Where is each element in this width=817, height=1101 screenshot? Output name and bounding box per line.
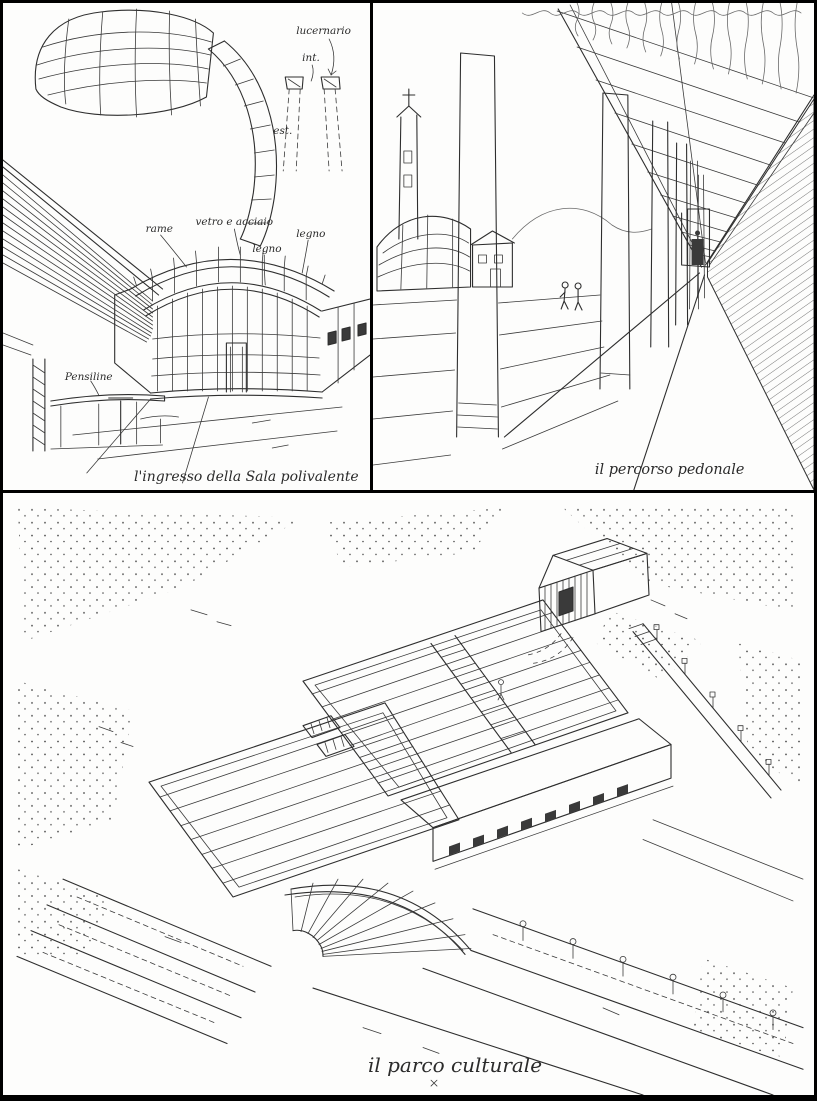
- segment-arc-sketch: [207, 40, 277, 247]
- terrace-paths-sketch: [16, 878, 272, 1045]
- entrance-elevation-sketch: [72, 246, 370, 484]
- pergola-plants-sketch: [521, 3, 802, 94]
- label-legno-a: legno: [252, 243, 281, 255]
- material-leader-lines: [160, 228, 309, 286]
- label-rame: rame: [146, 223, 173, 235]
- panel-entrance-sketch: lucernario int. est.: [3, 3, 370, 490]
- label-pensiline: Pensiline: [64, 371, 113, 383]
- ground-dashes: [98, 599, 688, 1054]
- stipple-ground: [18, 507, 803, 1058]
- pensiline-detail-sketch: [32, 358, 179, 452]
- ground-lines-sketch: [373, 272, 706, 490]
- label-est: est.: [273, 125, 292, 137]
- pedestrian-figures-sketch: [559, 281, 583, 311]
- right-wall-sketch: [628, 623, 804, 902]
- background-church-sketch: [376, 88, 653, 292]
- caption-park: il parco culturale: [368, 1054, 542, 1077]
- bollard-path-sketch: [312, 908, 804, 1095]
- main-courtyard-sketch: [302, 599, 629, 797]
- caption-entrance: l'ingresso della Sala polivalente: [134, 469, 359, 485]
- panel-walkway-sketch: il percorso pedonale: [373, 3, 814, 490]
- caption-mark: [430, 1079, 438, 1087]
- right-wall-sketch: [706, 98, 814, 490]
- entrance-sketch-svg: lucernario int. est.: [3, 8, 370, 485]
- fan-canopy-sketch: [284, 878, 472, 957]
- walkway-sketch-svg: il percorso pedonale: [373, 3, 814, 490]
- left-wall-hatch-sketch: [3, 159, 164, 356]
- label-vetro-acciaio: vetro e acciaio: [195, 216, 273, 228]
- left-courtyard-sketch: [148, 702, 460, 898]
- colonnade-columns-sketch: [456, 52, 705, 438]
- label-lucernario: lucernario: [296, 25, 351, 37]
- gridshell-roof-sketch: [34, 8, 214, 118]
- long-building-sketch: [400, 718, 674, 870]
- hut-sketch: [524, 538, 650, 664]
- skylight-detail-sketch: [282, 38, 343, 172]
- park-sketch-svg: il parco culturale: [16, 507, 804, 1095]
- panel-park-sketch: il parco culturale: [3, 493, 814, 1095]
- label-int: int.: [302, 52, 320, 64]
- label-legno-b: legno: [296, 228, 325, 240]
- caption-walkway: il percorso pedonale: [595, 462, 745, 478]
- far-portal-sketch: [681, 208, 711, 268]
